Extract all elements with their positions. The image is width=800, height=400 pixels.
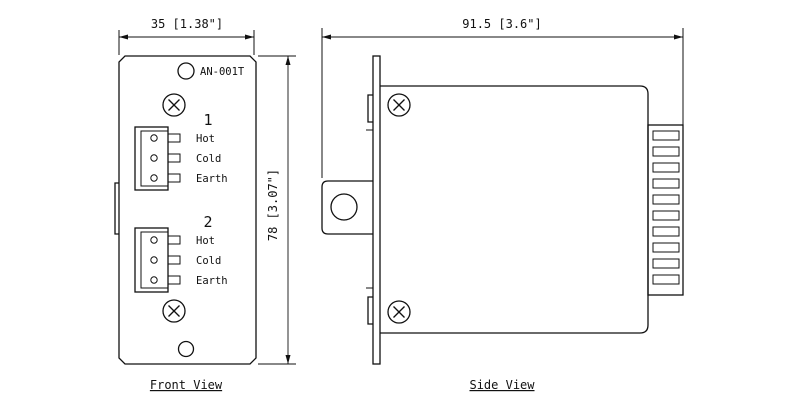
side-view-caption: Side View — [469, 378, 535, 392]
connector-fin — [652, 194, 680, 205]
connector-fin — [652, 178, 680, 189]
front-bottom-hole — [177, 340, 195, 358]
channel-1-number: 1 — [203, 111, 212, 129]
connector-fin — [652, 130, 680, 141]
connector-fin — [652, 258, 680, 269]
side-rear-connector — [647, 124, 684, 296]
channel-1-pin-earth: Earth — [196, 173, 228, 185]
side-handle-hole — [330, 193, 358, 221]
side-length-label: 91.5 [3.6"] — [462, 17, 541, 31]
side-handle — [321, 180, 373, 235]
connector-fin — [652, 274, 680, 285]
channel-1-pin-hot: Hot — [196, 133, 215, 145]
channel-2-pin-hot: Hot — [196, 235, 215, 247]
channel-1-pin-cold: Cold — [196, 153, 221, 165]
channel-2-number: 2 — [203, 213, 212, 231]
front-panel-outline — [118, 55, 257, 365]
front-width-dimension: 35 [1.38"] — [118, 17, 255, 55]
connector-fin — [652, 162, 680, 173]
front-bottom-screw-icon — [162, 299, 186, 323]
side-module-body — [380, 85, 649, 334]
front-height-dimension: 78 [3.07"] — [258, 55, 296, 365]
side-view: 91.5 [3.6"] Side View — [321, 17, 684, 392]
model-label: AN-001T — [200, 66, 245, 78]
channel-2-pin-cold: Cold — [196, 255, 221, 267]
connector-fin — [652, 146, 680, 157]
front-panel-side-tab — [114, 182, 119, 235]
front-top-hole — [177, 62, 195, 80]
side-top-screw-icon — [387, 93, 411, 117]
connector-fin — [652, 210, 680, 221]
front-height-label: 78 [3.07"] — [266, 169, 280, 241]
side-top-standoff — [367, 94, 373, 123]
channel-2-connector: 2 Hot Cold Earth — [134, 213, 228, 293]
connector-fin — [652, 226, 680, 237]
side-bottom-screw-icon — [387, 300, 411, 324]
side-front-plate — [372, 55, 381, 365]
front-view: 35 [1.38"] AN-001T 1 Hot Cold Earth — [114, 17, 296, 392]
connector-fin — [652, 242, 680, 253]
front-width-label: 35 [1.38"] — [151, 17, 223, 31]
channel-1-connector: 1 Hot Cold Earth — [134, 111, 228, 191]
channel-2-pin-earth: Earth — [196, 275, 228, 287]
front-view-caption: Front View — [150, 378, 223, 392]
front-top-screw-icon — [162, 93, 186, 117]
side-bottom-standoff — [367, 296, 373, 325]
side-length-dimension: 91.5 [3.6"] — [321, 17, 684, 178]
